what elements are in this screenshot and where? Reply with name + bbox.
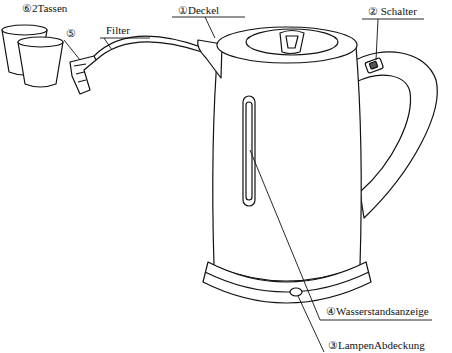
kettle-handle bbox=[352, 52, 437, 218]
water-level-window bbox=[243, 96, 255, 206]
part-label: ③LampenAbdeckung bbox=[328, 339, 425, 352]
lamp-cover bbox=[290, 288, 302, 296]
filter-symbol bbox=[70, 36, 204, 94]
leader-lines bbox=[64, 17, 432, 352]
part-label: ⑤ bbox=[66, 27, 76, 40]
cup bbox=[18, 37, 63, 87]
part-label: ①Deckel bbox=[178, 4, 219, 17]
part-label: ④Wasserstandsanzeige bbox=[326, 305, 429, 318]
kettle-body bbox=[213, 46, 361, 281]
kettle-lid bbox=[217, 27, 357, 63]
switch-symbol bbox=[365, 58, 384, 74]
part-label: ⑥2Tassen bbox=[22, 2, 67, 15]
part-label: Filter bbox=[106, 24, 130, 37]
kettle-base bbox=[203, 262, 371, 303]
part-label: ② Schalter bbox=[368, 5, 417, 18]
